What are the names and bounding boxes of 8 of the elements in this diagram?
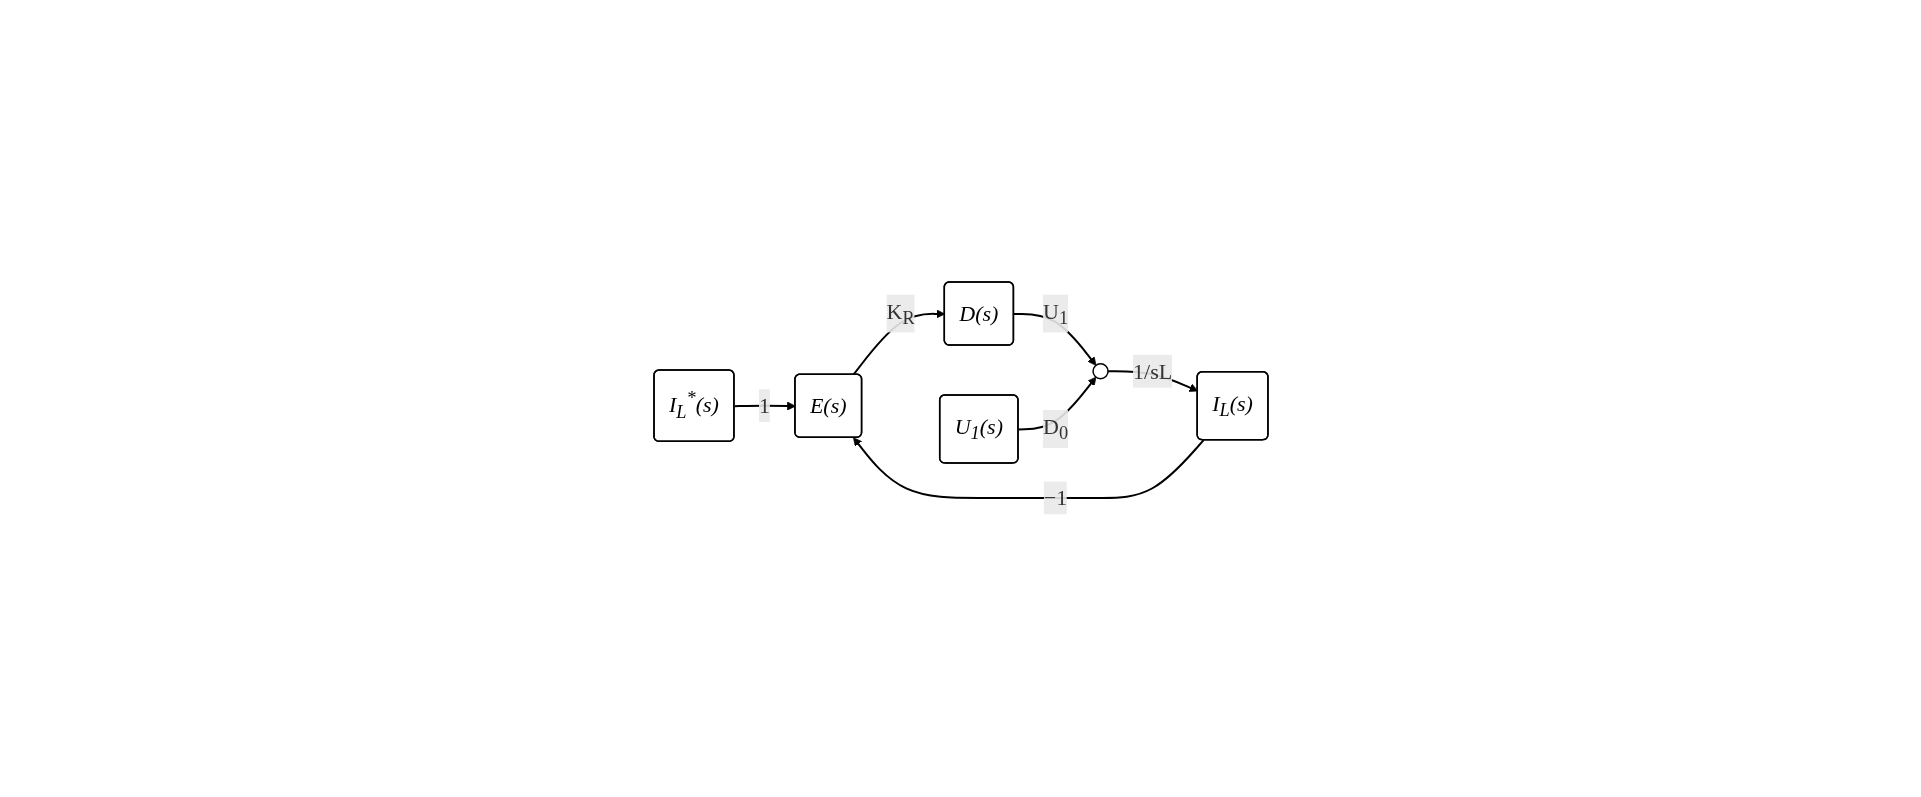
edge-label: 1/sL [1132, 359, 1172, 385]
edge-label: U$_{1}$ [1042, 298, 1068, 329]
node-circle [1091, 363, 1109, 380]
edge-label: K$_{R}$ [886, 298, 915, 329]
edge-label: −1 [1043, 485, 1067, 511]
edge-label: 1 [758, 393, 770, 419]
arrow [852, 437, 1205, 500]
edge-label: D$_{0}$ [1042, 414, 1068, 444]
